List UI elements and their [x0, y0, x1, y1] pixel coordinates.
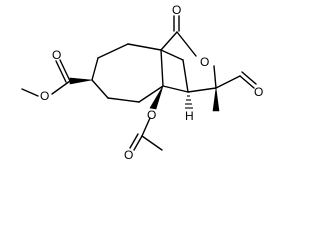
lactone-carbonyl-bond — [173, 15, 180, 32]
ester-carbonyl-o-label: O — [52, 48, 61, 62]
bridgehead-h-label: H — [185, 109, 194, 123]
acetate-group — [129, 85, 164, 151]
chemical-structure-diagram: O O O O O O O H — [21, 3, 263, 162]
aldehyde-o-label: O — [254, 85, 263, 99]
methyl-wedge-bond — [212, 87, 220, 112]
cycloheptane-ring — [91, 43, 164, 103]
ester-methoxy-o-label: O — [40, 89, 49, 103]
acetate-ether-o-label: O — [147, 108, 156, 122]
lactone-ring-o-label: O — [200, 55, 209, 69]
acetate-carbonyl-o-label: O — [124, 148, 133, 162]
lactone-carbonyl-o-label: O — [172, 3, 181, 17]
lactone-cage — [160, 31, 217, 93]
hydrogen-hash-bond — [185, 95, 193, 109]
aldehyde-group — [215, 71, 257, 89]
methyl-ester-group — [21, 59, 93, 97]
